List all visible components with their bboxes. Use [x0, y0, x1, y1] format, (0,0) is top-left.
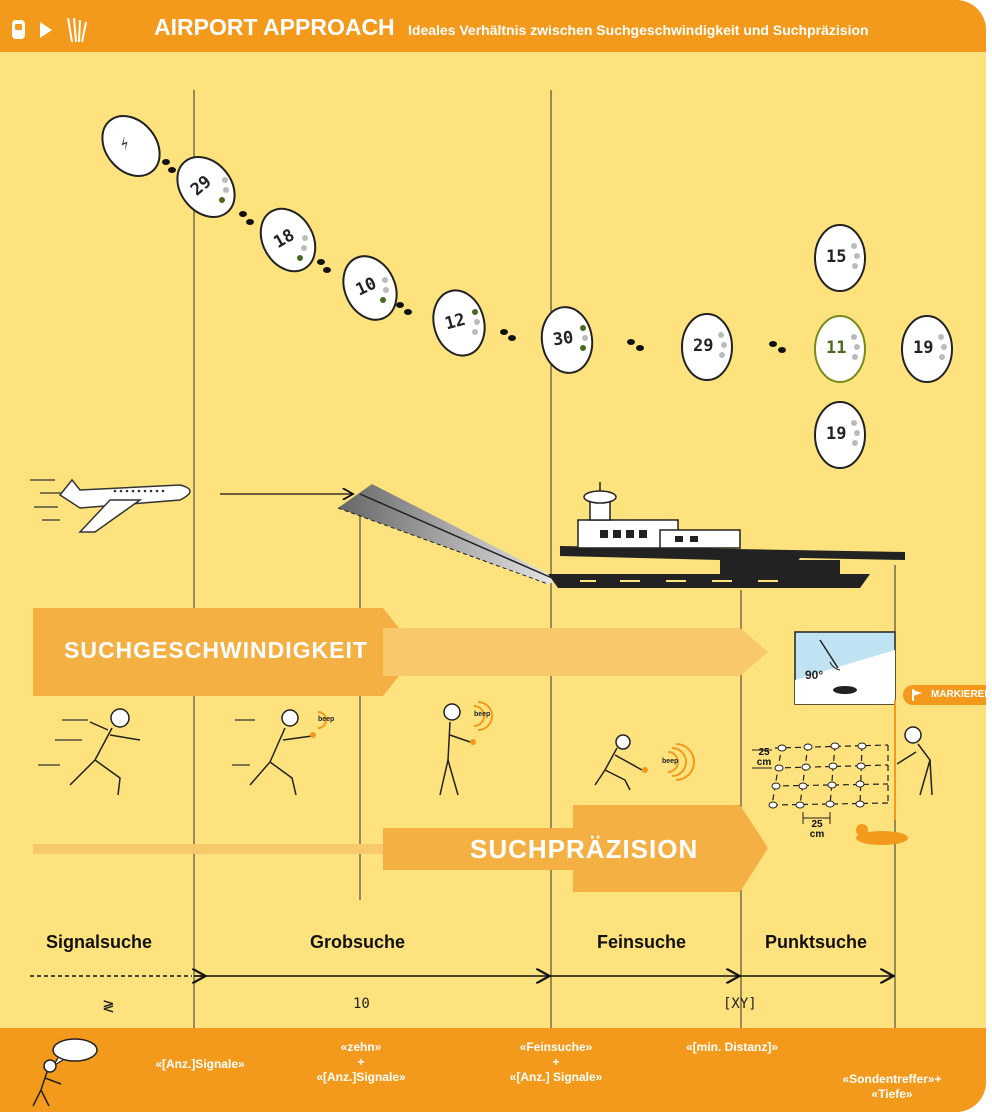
- display-10: [814, 401, 866, 469]
- detector-tips: [310, 732, 648, 773]
- angle-inset: [794, 631, 896, 705]
- display-text: 30: [551, 327, 575, 351]
- runner-figures: [38, 703, 933, 796]
- grid-label-horizontal: 25 cm: [809, 819, 825, 840]
- approach-beam: [337, 484, 560, 585]
- page-subtitle: Ideales Verhältnis zwischen Suchgeschwin…: [408, 22, 869, 38]
- crouching-figure: [594, 734, 643, 791]
- number-display-icon: 10: [353, 996, 370, 1012]
- display-6: [681, 313, 733, 381]
- command-line: «[min. Distanz]»: [685, 1040, 778, 1054]
- grid-label-vertical: 25 cm: [756, 747, 772, 768]
- command-signalsuche: «[Anz.]Signale»: [140, 1057, 260, 1072]
- phase-signalsuche: Signalsuche: [46, 932, 153, 952]
- speed-arrow-label: SUCHGESCHWINDIGKEIT: [64, 637, 368, 663]
- display-text: 29: [693, 336, 714, 356]
- display-9: [901, 315, 953, 383]
- display-7: [814, 224, 866, 292]
- beep-label: beep: [318, 716, 335, 723]
- command-line: «Tiefe»: [871, 1087, 913, 1101]
- grid-dimension-marks: [752, 749, 831, 824]
- grid-nodes: [768, 742, 867, 809]
- search-grid: [771, 744, 889, 806]
- beep-label: beep: [662, 758, 679, 765]
- runner-jogging: [232, 709, 313, 796]
- display-4: [432, 289, 486, 357]
- device-displays: [101, 115, 953, 469]
- command-feinsuche: «Feinsuche» + «[Anz.] Signale»: [492, 1040, 620, 1085]
- speed-arrow: [33, 608, 768, 696]
- airplane-illustration: [30, 478, 352, 533]
- markieren-label: MARKIEREN: [931, 689, 986, 700]
- beep-waves: [317, 701, 695, 781]
- phase-grobsuche: Grobsuche: [310, 932, 406, 952]
- device-icon: [12, 20, 25, 39]
- display-3: [342, 255, 398, 321]
- display-5: [540, 306, 594, 374]
- command-line: «[Anz.]Signale»: [155, 1057, 245, 1071]
- diagram-canvas: [30, 90, 953, 1028]
- markieren-badge: MARKIEREN: [903, 685, 986, 705]
- speaking-person-icon: [32, 1038, 98, 1107]
- display-text: 11: [826, 338, 847, 358]
- xy-display-icon: [XY]: [723, 996, 757, 1012]
- command-line: +: [552, 1055, 560, 1069]
- runner-sprinting: [38, 708, 141, 796]
- display-leds: [219, 177, 947, 446]
- header-bar: AIRPORT APPROACH Ideales Verhältnis zwis…: [0, 0, 986, 52]
- command-punktsuche: «Sondentreffer»+ «Tiefe»: [822, 1072, 962, 1102]
- buried-victim: [856, 824, 908, 845]
- display-signal: [101, 115, 161, 177]
- beep-label: beep: [474, 711, 491, 718]
- display-text: 15: [826, 247, 847, 267]
- display-text: 19: [826, 424, 847, 444]
- footer-bar: «[Anz.]Signale» «zehn» + «[Anz.]Signale»…: [0, 1028, 986, 1112]
- antenna-icon: [67, 17, 87, 43]
- precision-arrow: [33, 805, 768, 892]
- header-icons: [12, 17, 142, 47]
- signal-wave-icon: ≷: [103, 995, 114, 1016]
- command-line: «[Anz.] Signale»: [509, 1070, 603, 1084]
- phase-punktsuche: Punktsuche: [765, 932, 868, 952]
- command-line: «Sondentreffer»+: [842, 1072, 942, 1086]
- flag-icon: [911, 689, 923, 701]
- precision-arrow-label: SUCHPRÄZISION: [470, 834, 699, 864]
- angle-label: 90°: [805, 668, 824, 682]
- walker-figure: [439, 703, 471, 796]
- display-text: 19: [913, 338, 934, 358]
- play-icon: [40, 22, 52, 38]
- airport-illustration: [548, 482, 905, 588]
- pinpoint-figure: [896, 726, 933, 796]
- command-line: «Feinsuche»: [519, 1040, 593, 1054]
- page-title: AIRPORT APPROACH: [154, 14, 395, 40]
- phase-feinsuche: Feinsuche: [597, 932, 687, 952]
- command-distanz: «[min. Distanz]»: [672, 1040, 792, 1055]
- command-grobsuche: «zehn» + «[Anz.]Signale»: [296, 1040, 426, 1085]
- command-line: +: [357, 1055, 365, 1069]
- command-line: «[Anz.]Signale»: [316, 1070, 406, 1084]
- footprints: [162, 159, 786, 353]
- command-line: «zehn»: [340, 1040, 382, 1054]
- display-8: [814, 315, 866, 383]
